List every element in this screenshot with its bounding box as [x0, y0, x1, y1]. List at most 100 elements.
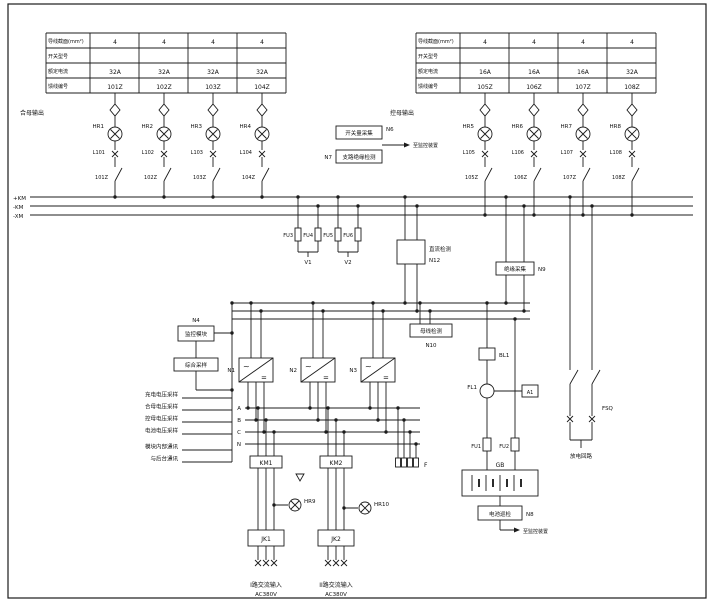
breaker-tag: JK2 — [330, 536, 341, 543]
branch-insulation-label: 支路绝缘检测 — [342, 153, 376, 161]
cell-feeder: 105Z — [477, 84, 493, 91]
table-row-header: 额定电流 — [48, 68, 68, 75]
lamp-tag: HR10 — [374, 502, 389, 508]
ac-input-voltage: AC380V — [325, 592, 347, 598]
v1-tag: V1 — [304, 260, 311, 266]
cable-tag: L105 — [463, 150, 475, 156]
v2-tag: V2 — [344, 260, 351, 266]
n12-tag: N12 — [429, 258, 440, 264]
switch-tag: 104Z — [242, 175, 256, 181]
group-label-closing-bus: 合母输出 — [20, 109, 44, 117]
rectifier-tag: N3 — [349, 368, 357, 374]
cell-current: 16A — [577, 69, 590, 76]
dc-symbol: = — [261, 374, 267, 382]
rectifier-module: ~ = N1 — [227, 301, 274, 434]
cable-tag: L103 — [191, 150, 203, 156]
bus-label-pkm: +KM — [13, 196, 26, 202]
phase-label: C — [237, 430, 241, 436]
lamp-tag: HR3 — [191, 124, 203, 130]
cell-section: 4 — [630, 39, 634, 46]
rectifier-tag: N2 — [289, 368, 297, 374]
lamp-tag: HR5 — [463, 124, 475, 130]
phase-label: A — [237, 406, 241, 412]
cell-current: 16A — [528, 69, 541, 76]
switch-tag: 107Z — [563, 175, 577, 181]
cable-tag: L102 — [142, 150, 154, 156]
dc-symbol: = — [323, 374, 329, 382]
rectifier-modules: ~ = N1 ~ = N2 ~ = N3 — [227, 301, 396, 434]
secondary-buses — [232, 302, 530, 320]
dc-detection-label: 直流检测 — [429, 245, 452, 253]
feeder-table-left: 导线截面(mm²) 开关型号 额定电流 馈线编号 4 4 4 4 32A 32A… — [45, 32, 287, 94]
surge-arrester-block: F — [395, 406, 428, 469]
discharge-branch: FSQ 放电回路 — [566, 195, 614, 460]
fuse-tag: FU4 — [303, 233, 313, 239]
table-row-header: 导线截面(mm²) — [418, 38, 454, 45]
shunt-tag: FL1 — [467, 385, 477, 391]
signal-label: 合母电压采样 — [145, 403, 179, 411]
ac-input-group-1: KM1 HR9 JK1 I路交流输入 AC380V — [247, 406, 316, 598]
surge-tag: F — [424, 462, 428, 469]
phase-label: B — [237, 418, 241, 424]
table-row-header: 导线截面(mm²) — [48, 38, 84, 45]
feeder-branch: HR1 L101 101Z — [93, 93, 123, 199]
phase-label: N — [237, 442, 241, 448]
cell-feeder: 104Z — [254, 84, 270, 91]
signal-label: 电池电压采样 — [145, 427, 179, 435]
insulation-label: 绝缘采集 — [504, 265, 527, 273]
battery-inspection-label: 电池巡检 — [489, 510, 512, 518]
cell-current: 32A — [207, 69, 220, 76]
feeder-branches-right: HR5 L105 105Z HR6 L106 106Z HR7 L107 107… — [463, 93, 640, 217]
bus-check-label: 母线检测 — [420, 327, 443, 335]
table-row-header: 馈线编号 — [48, 83, 68, 90]
n8-tag: N8 — [526, 512, 534, 518]
lamp-tag: HR9 — [304, 499, 316, 505]
hall-sensor-tag: BL1 — [499, 353, 509, 359]
acquisition-block: 开关量采集 支路绝缘检测 N6 N7 至监控装置 — [324, 125, 438, 164]
monitor-module-label: 监控模块 — [185, 330, 208, 338]
cell-section: 4 — [260, 39, 264, 46]
signal-label: 充电电压采样 — [145, 391, 179, 399]
ac-symbol: ~ — [243, 362, 250, 371]
bus-check-branch: 母线检测 N10 — [409, 301, 453, 349]
cable-tag: L101 — [93, 150, 105, 156]
ac-buses: A B C N — [237, 406, 420, 448]
feeder-branch: HR4 L104 104Z — [240, 93, 270, 199]
contactor-tag: KM2 — [330, 460, 343, 467]
bus-label-nxm: -XM — [13, 214, 23, 220]
ac-input-group-2: KM2 HR10 JK2 II路交流输入 AC380V — [317, 406, 389, 598]
battery-pack-tag: GB — [496, 462, 505, 469]
lamp-tag: HR2 — [142, 124, 153, 130]
battery-branch: BL1 FL1 A1 FU1 FU2 GB 电池巡检 N8 至监控装置 — [461, 301, 548, 535]
cell-feeder: 107Z — [575, 84, 591, 91]
cell-current: 16A — [479, 69, 492, 76]
switch-tag: 106Z — [514, 175, 528, 181]
feeder-branch: HR3 L103 103Z — [191, 93, 221, 199]
group-label-control-bus: 控母输出 — [390, 109, 414, 117]
cable-tag: L107 — [561, 150, 573, 156]
ac-symbol: ~ — [305, 362, 312, 371]
cell-feeder: 101Z — [107, 84, 123, 91]
fuse-tag: FU5 — [323, 233, 333, 239]
switch-acquisition-label: 开关量采集 — [345, 129, 373, 137]
lamp-tag: HR1 — [93, 124, 104, 130]
switch-tag: 103Z — [193, 175, 207, 181]
cell-section: 4 — [162, 39, 166, 46]
cell-section: 4 — [532, 39, 536, 46]
ac-input-label: I路交流输入 — [250, 581, 282, 589]
cell-section: 4 — [211, 39, 215, 46]
feeder-branches-left: HR1 L101 101Z HR2 L102 102Z HR3 L103 103… — [93, 93, 270, 199]
feeder-branch: HR2 L102 102Z — [142, 93, 172, 199]
feeder-branch: HR6 L106 106Z — [512, 93, 542, 217]
fuse-tag: FU6 — [343, 233, 353, 239]
rectifier-tag: N1 — [227, 368, 235, 374]
signal-list: 充电电压采样 合母电压采样 控母电压采样 电池电压采样 模块内部通讯 与后台通讯 — [145, 391, 232, 463]
discharge-switch-tag: FSQ — [602, 406, 614, 412]
n10-tag: N10 — [425, 343, 437, 349]
silicon-chain-branch: FU3 FU4 FU5 FU6 V1 V2 — [283, 195, 362, 266]
dc-detection-branch: 直流检测 N12 — [396, 195, 452, 313]
table-row-header: 馈线编号 — [418, 83, 438, 90]
cable-tag: L104 — [240, 150, 252, 156]
feeder-branch: HR7 L107 107Z — [561, 93, 591, 217]
n9-tag: N9 — [538, 267, 546, 273]
